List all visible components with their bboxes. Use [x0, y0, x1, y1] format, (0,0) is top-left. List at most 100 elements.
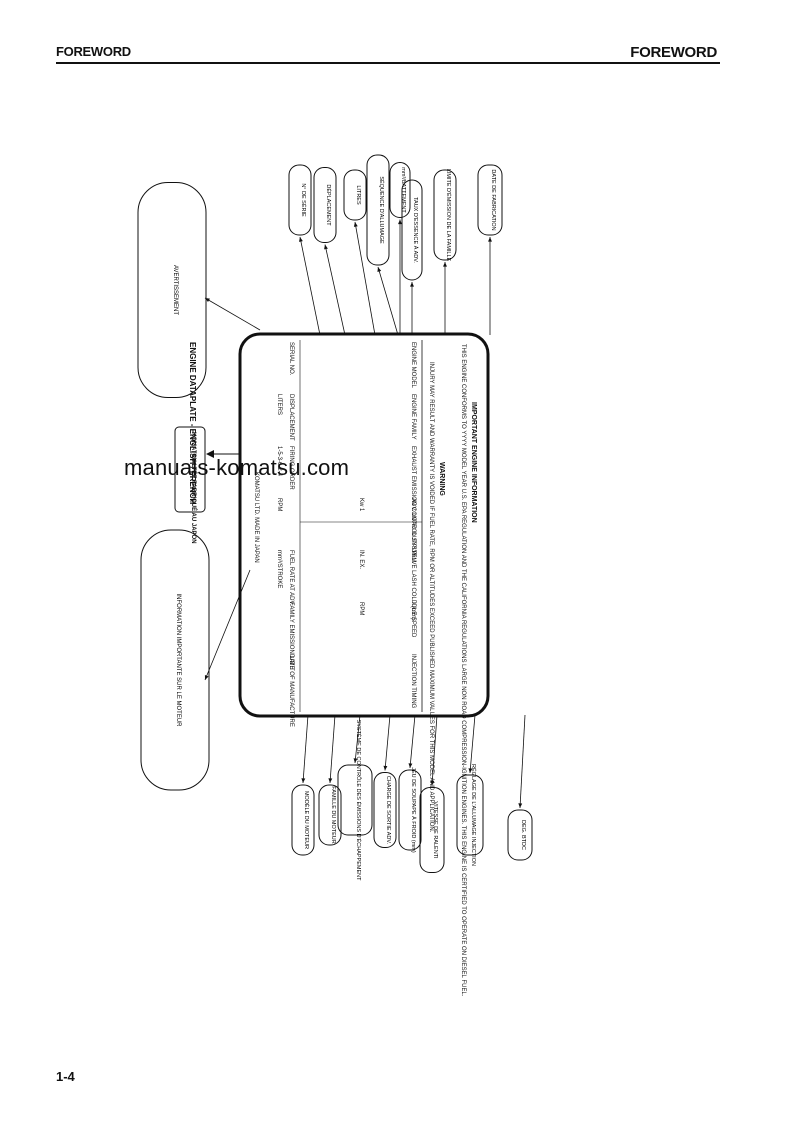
figure-caption: ENGINE DATAPLATE - ENGLISH / FRENCH: [188, 342, 197, 504]
header-left: FOREWORD: [56, 44, 131, 59]
svg-text:AVERTISSEMENT: AVERTISSEMENT: [172, 265, 178, 315]
plate-row-3-d: RPM: [276, 498, 282, 511]
svg-text:JEU DE SOUPAPE À FROID (mm): JEU DE SOUPAPE À FROID (mm): [410, 767, 417, 853]
arrow-bottom-1-head: [328, 778, 333, 783]
svg-text:VITESSE DE RALENTI: VITESSE DE RALENTI: [432, 801, 438, 859]
svg-text:MODÈLE DU MOTEUR: MODÈLE DU MOTEUR: [303, 791, 310, 849]
plate-row-4-a: VALVE LASH COLD (mm): [410, 550, 416, 620]
callout-top-4: mm³/BATTEMENT: [389, 162, 411, 218]
callout-bottom-4: JEU DE SOUPAPE À FROID (mm): [398, 767, 422, 853]
plate-warning-title: WARNING: [438, 462, 445, 496]
svg-text:SYSTÈME DE CONTRÔLE DES ÉMISSI: SYSTÈME DE CONTRÔLE DES ÉMISSIONS D'ÉCHA…: [355, 720, 362, 882]
svg-text:CHARGE DE SORTIE ADV.: CHARGE DE SORTIE ADV.: [385, 776, 391, 845]
callout-top-1: DÉPLACEMENT: [313, 167, 337, 243]
svg-text:TAUX D'ESSENCE À ADV.: TAUX D'ESSENCE À ADV.: [412, 197, 419, 263]
arrow-top-4-head: [398, 219, 402, 225]
svg-text:DEG. BTDC: DEG. BTDC: [520, 820, 526, 850]
callout-bottom-7: DEG. BTDC: [507, 809, 533, 861]
plate-row-4-c: FUEL RATE AT ADV.: [288, 550, 294, 606]
plate-row-5-b: RPM: [358, 602, 364, 615]
arrow-bottom-2: [354, 714, 361, 764]
arrow-bottom-3: [384, 714, 391, 771]
arrow-bottom-0-head: [301, 778, 306, 783]
arrow-top-3-head: [377, 267, 382, 272]
callout-bottom-2: SYSTÈME DE CONTRÔLE DES ÉMISSIONS D'ÉCHA…: [337, 720, 373, 882]
arrow-top-1-head: [324, 244, 328, 250]
plate-row-1-d: LITERS: [276, 394, 282, 415]
arrow-bottom-0: [302, 714, 309, 784]
callout-top-2: LITRES: [343, 169, 367, 221]
arrow-top-5-head: [410, 282, 414, 287]
callout-bottom-6: RÉGLAGE DE L'ALLUMAGE INJECTION: [456, 764, 484, 866]
plate-row-1-c: DISPLACEMENT: [288, 394, 294, 441]
callout-fr-warning: AVERTISSEMENT: [137, 182, 207, 398]
callout-top-7: DATE DE FABRICATION: [477, 164, 503, 236]
plate-row-4-d: mm³/STROKE: [276, 550, 282, 588]
callout-top-3: SÉQUENCE D'ALLUMAGE: [366, 154, 390, 266]
plate-row-5-a: IDLE SPEED: [410, 602, 416, 638]
header-rule: [56, 62, 720, 64]
komatsu-fr: KOMATSU LTÉE FABRIQUÉ AU JAPON: [190, 432, 198, 544]
arrow-top-6-head: [443, 262, 447, 267]
arrow-bottom-2-head: [353, 758, 358, 763]
svg-text:DATE DE FABRICATION: DATE DE FABRICATION: [490, 169, 496, 230]
arrow-bottom-7-head: [518, 803, 523, 808]
svg-text:RÉGLAGE DE L'ALLUMAGE INJECTIO: RÉGLAGE DE L'ALLUMAGE INJECTION: [470, 764, 477, 866]
plate-row-0-c: SERIAL NO.: [288, 342, 294, 376]
svg-text:FAMILLE DU MOTEUR: FAMILLE DU MOTEUR: [330, 786, 336, 843]
plate-row-3-a: ADV. LOAD OUTPUT: [410, 498, 416, 556]
watermark: manuals-komatsu.com: [124, 455, 350, 480]
arrow-bottom-5: [431, 714, 438, 786]
arrow-bottom-3-head: [383, 765, 388, 771]
arrow-bottom-6-head: [468, 768, 473, 773]
svg-text:INFORMATION IMPORTANTE SUR LE: INFORMATION IMPORTANTE SUR LE MOTEUR: [175, 593, 181, 727]
svg-text:N° DE SÉRIE: N° DE SÉRIE: [300, 183, 307, 217]
plate-row-2-a: EXHAUST EMISSION CONTROL SYSTEM: [410, 446, 416, 562]
plate-warning-text: INJURY MAY RESULT AND WARRANTY IS VOIDED…: [428, 362, 434, 833]
callout-bottom-1: FAMILLE DU MOTEUR: [318, 784, 342, 846]
arrow-top-2: [354, 221, 376, 336]
arrow-fr-info-head: [204, 675, 209, 680]
arrow-top-2-head: [353, 222, 358, 227]
plate-row-4-b: IN. EX.: [358, 550, 364, 569]
arrow-bottom-5-head: [430, 780, 435, 786]
arrow-top-0: [299, 236, 321, 336]
arrow-bottom-6: [469, 714, 476, 774]
arrow-top-0-head: [299, 237, 303, 242]
arrow-top-7-head: [488, 237, 492, 242]
komatsu-box: [174, 426, 206, 513]
svg-text:DÉPLACEMENT: DÉPLACEMENT: [325, 184, 332, 226]
plate-row-2-d: 1-5-3-6-2-4: [276, 446, 282, 477]
arrow-top-1: [324, 244, 346, 336]
svg-text:LITRES: LITRES: [355, 185, 361, 205]
callout-top-0: N° DE SÉRIE: [288, 164, 312, 236]
plate-row-5-c: FAMILY EMISSION LIMIT: [288, 602, 294, 671]
arrow-fr-warning-head: [205, 298, 210, 302]
callout-bottom-3: CHARGE DE SORTIE ADV.: [373, 772, 397, 848]
plate-intro: THIS ENGINE CONFORMS TO YYYY MODEL YEAR …: [460, 344, 466, 997]
arrow-bottom-7: [519, 714, 526, 809]
arrow-bottom-4: [409, 714, 416, 769]
header-right: FOREWORD: [630, 44, 717, 61]
dataplate-frame: [238, 332, 490, 718]
callout-bottom-5: VITESSE DE RALENTI: [419, 787, 445, 873]
callout-top-5: TAUX D'ESSENCE À ADV.: [401, 179, 423, 281]
arrow-bottom-1: [329, 714, 336, 784]
plate-maker: KOMATSU LTD. MADE IN JAPAN: [253, 472, 259, 563]
svg-text:SÉQUENCE D'ALLUMAGE: SÉQUENCE D'ALLUMAGE: [378, 176, 385, 244]
arrow-bottom-4-head: [408, 763, 413, 768]
callout-fr-info: INFORMATION IMPORTANTE SUR LE MOTEUR: [140, 529, 210, 791]
plate-row-0-a: ENGINE MODEL: [410, 342, 416, 389]
plate-row-6-a: INJECTION TIMING: [410, 654, 416, 709]
callout-bottom-0: MODÈLE DU MOTEUR: [291, 784, 315, 856]
arrow-fr-warning: [204, 297, 261, 331]
arrow-fr-info: [204, 569, 251, 681]
page-number: 1-4: [56, 1069, 75, 1084]
plate-title: IMPORTANT ENGINE INFORMATION: [470, 402, 477, 523]
svg-text:LIMITE D'ÉMISSION DE LA FAMILL: LIMITE D'ÉMISSION DE LA FAMILLE: [445, 169, 452, 262]
plate-row-6-c: DATE OF MANUFACTURE: [288, 654, 294, 727]
plate-row-2-c: FIRING ORDER: [288, 446, 294, 490]
arrow-top-3: [377, 266, 399, 336]
